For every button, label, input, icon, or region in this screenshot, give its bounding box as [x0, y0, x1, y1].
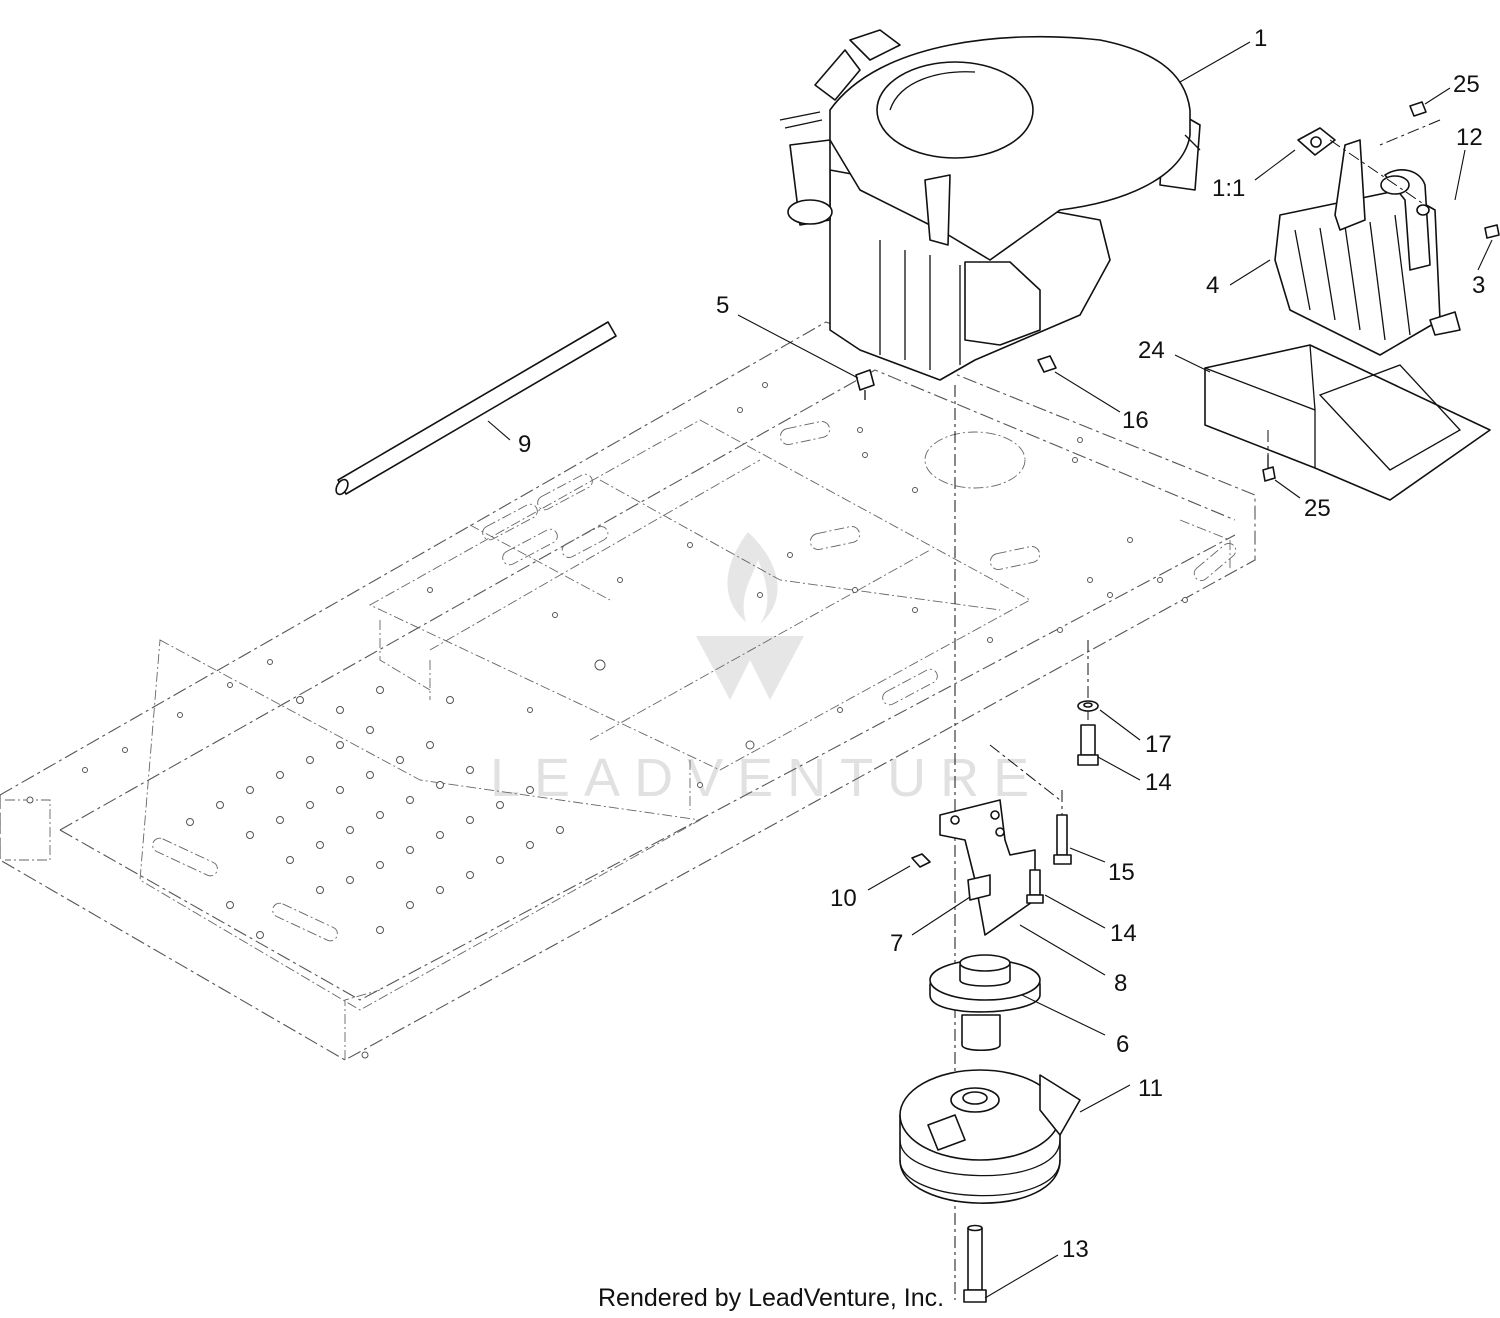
- bolt-part-14-lower: [1026, 869, 1044, 904]
- callout-labels: 1 25 12 1:1 3 4 5 24 16 9 25 17 14 15 10…: [518, 25, 1485, 1263]
- callout-1: 1: [1254, 25, 1267, 52]
- muffler-part-4: [1274, 139, 1461, 356]
- leadventure-watermark: LEADVENTURE: [490, 532, 1043, 808]
- callout-1-1: 1:1: [1212, 175, 1245, 202]
- callout-4: 4: [1206, 272, 1219, 299]
- bolt-part-3: [1484, 224, 1500, 239]
- callout-13: 13: [1062, 1236, 1089, 1263]
- callout-24: 24: [1138, 337, 1165, 364]
- callout-14-lower: 14: [1110, 920, 1137, 947]
- callout-5: 5: [716, 292, 729, 319]
- callout-10: 10: [830, 885, 857, 912]
- callout-25-top: 25: [1453, 71, 1480, 98]
- screw-part-25-bottom: [1262, 455, 1276, 482]
- bolt-part-14-upper: [1077, 724, 1099, 766]
- frame-holes: [26, 382, 1188, 1059]
- callout-7: 7: [890, 930, 903, 957]
- callout-3: 3: [1472, 272, 1485, 299]
- callout-15: 15: [1108, 859, 1135, 886]
- bracket-axis: [989, 744, 1061, 801]
- rod-part-9: [335, 321, 617, 496]
- bolt-part-15: [1053, 814, 1072, 865]
- callout-8: 8: [1114, 970, 1127, 997]
- watermark-text: LEADVENTURE: [490, 748, 1043, 808]
- callout-6: 6: [1116, 1031, 1129, 1058]
- callout-9: 9: [518, 431, 531, 458]
- leader-lines: [487, 41, 1493, 1299]
- callout-12: 12: [1456, 124, 1483, 151]
- muffler-axis-2: [1379, 119, 1441, 146]
- chassis-frame: [0, 321, 1256, 1061]
- clutch-part-11: [899, 1069, 1081, 1204]
- engine-part-1: [779, 29, 1201, 381]
- floor-pan-holes: [186, 686, 564, 939]
- bolt-part-5: [855, 369, 875, 400]
- callout-11: 11: [1138, 1075, 1163, 1102]
- callout-16: 16: [1122, 407, 1149, 434]
- callout-17: 17: [1145, 731, 1172, 758]
- callout-14-upper: 14: [1145, 769, 1172, 796]
- bolt-part-25-top: [1409, 101, 1427, 117]
- muffler-axis: [1329, 139, 1426, 206]
- nut-part-10: [911, 853, 931, 868]
- bolt-part-13: [963, 1224, 987, 1303]
- gasket-part-1-1: [1297, 127, 1336, 156]
- bracket-part-8: [939, 799, 1036, 936]
- clip-part-7: [967, 874, 991, 901]
- credit-text: Rendered by LeadVenture, Inc.: [598, 1284, 944, 1312]
- pulley-part-6: [929, 954, 1041, 1052]
- callout-25-bottom: 25: [1304, 495, 1331, 522]
- heat-shield-part-24: [1204, 344, 1491, 501]
- washer-part-12: [1416, 204, 1430, 216]
- nut-part-16: [1037, 355, 1057, 373]
- washer-part-17: [1077, 700, 1099, 712]
